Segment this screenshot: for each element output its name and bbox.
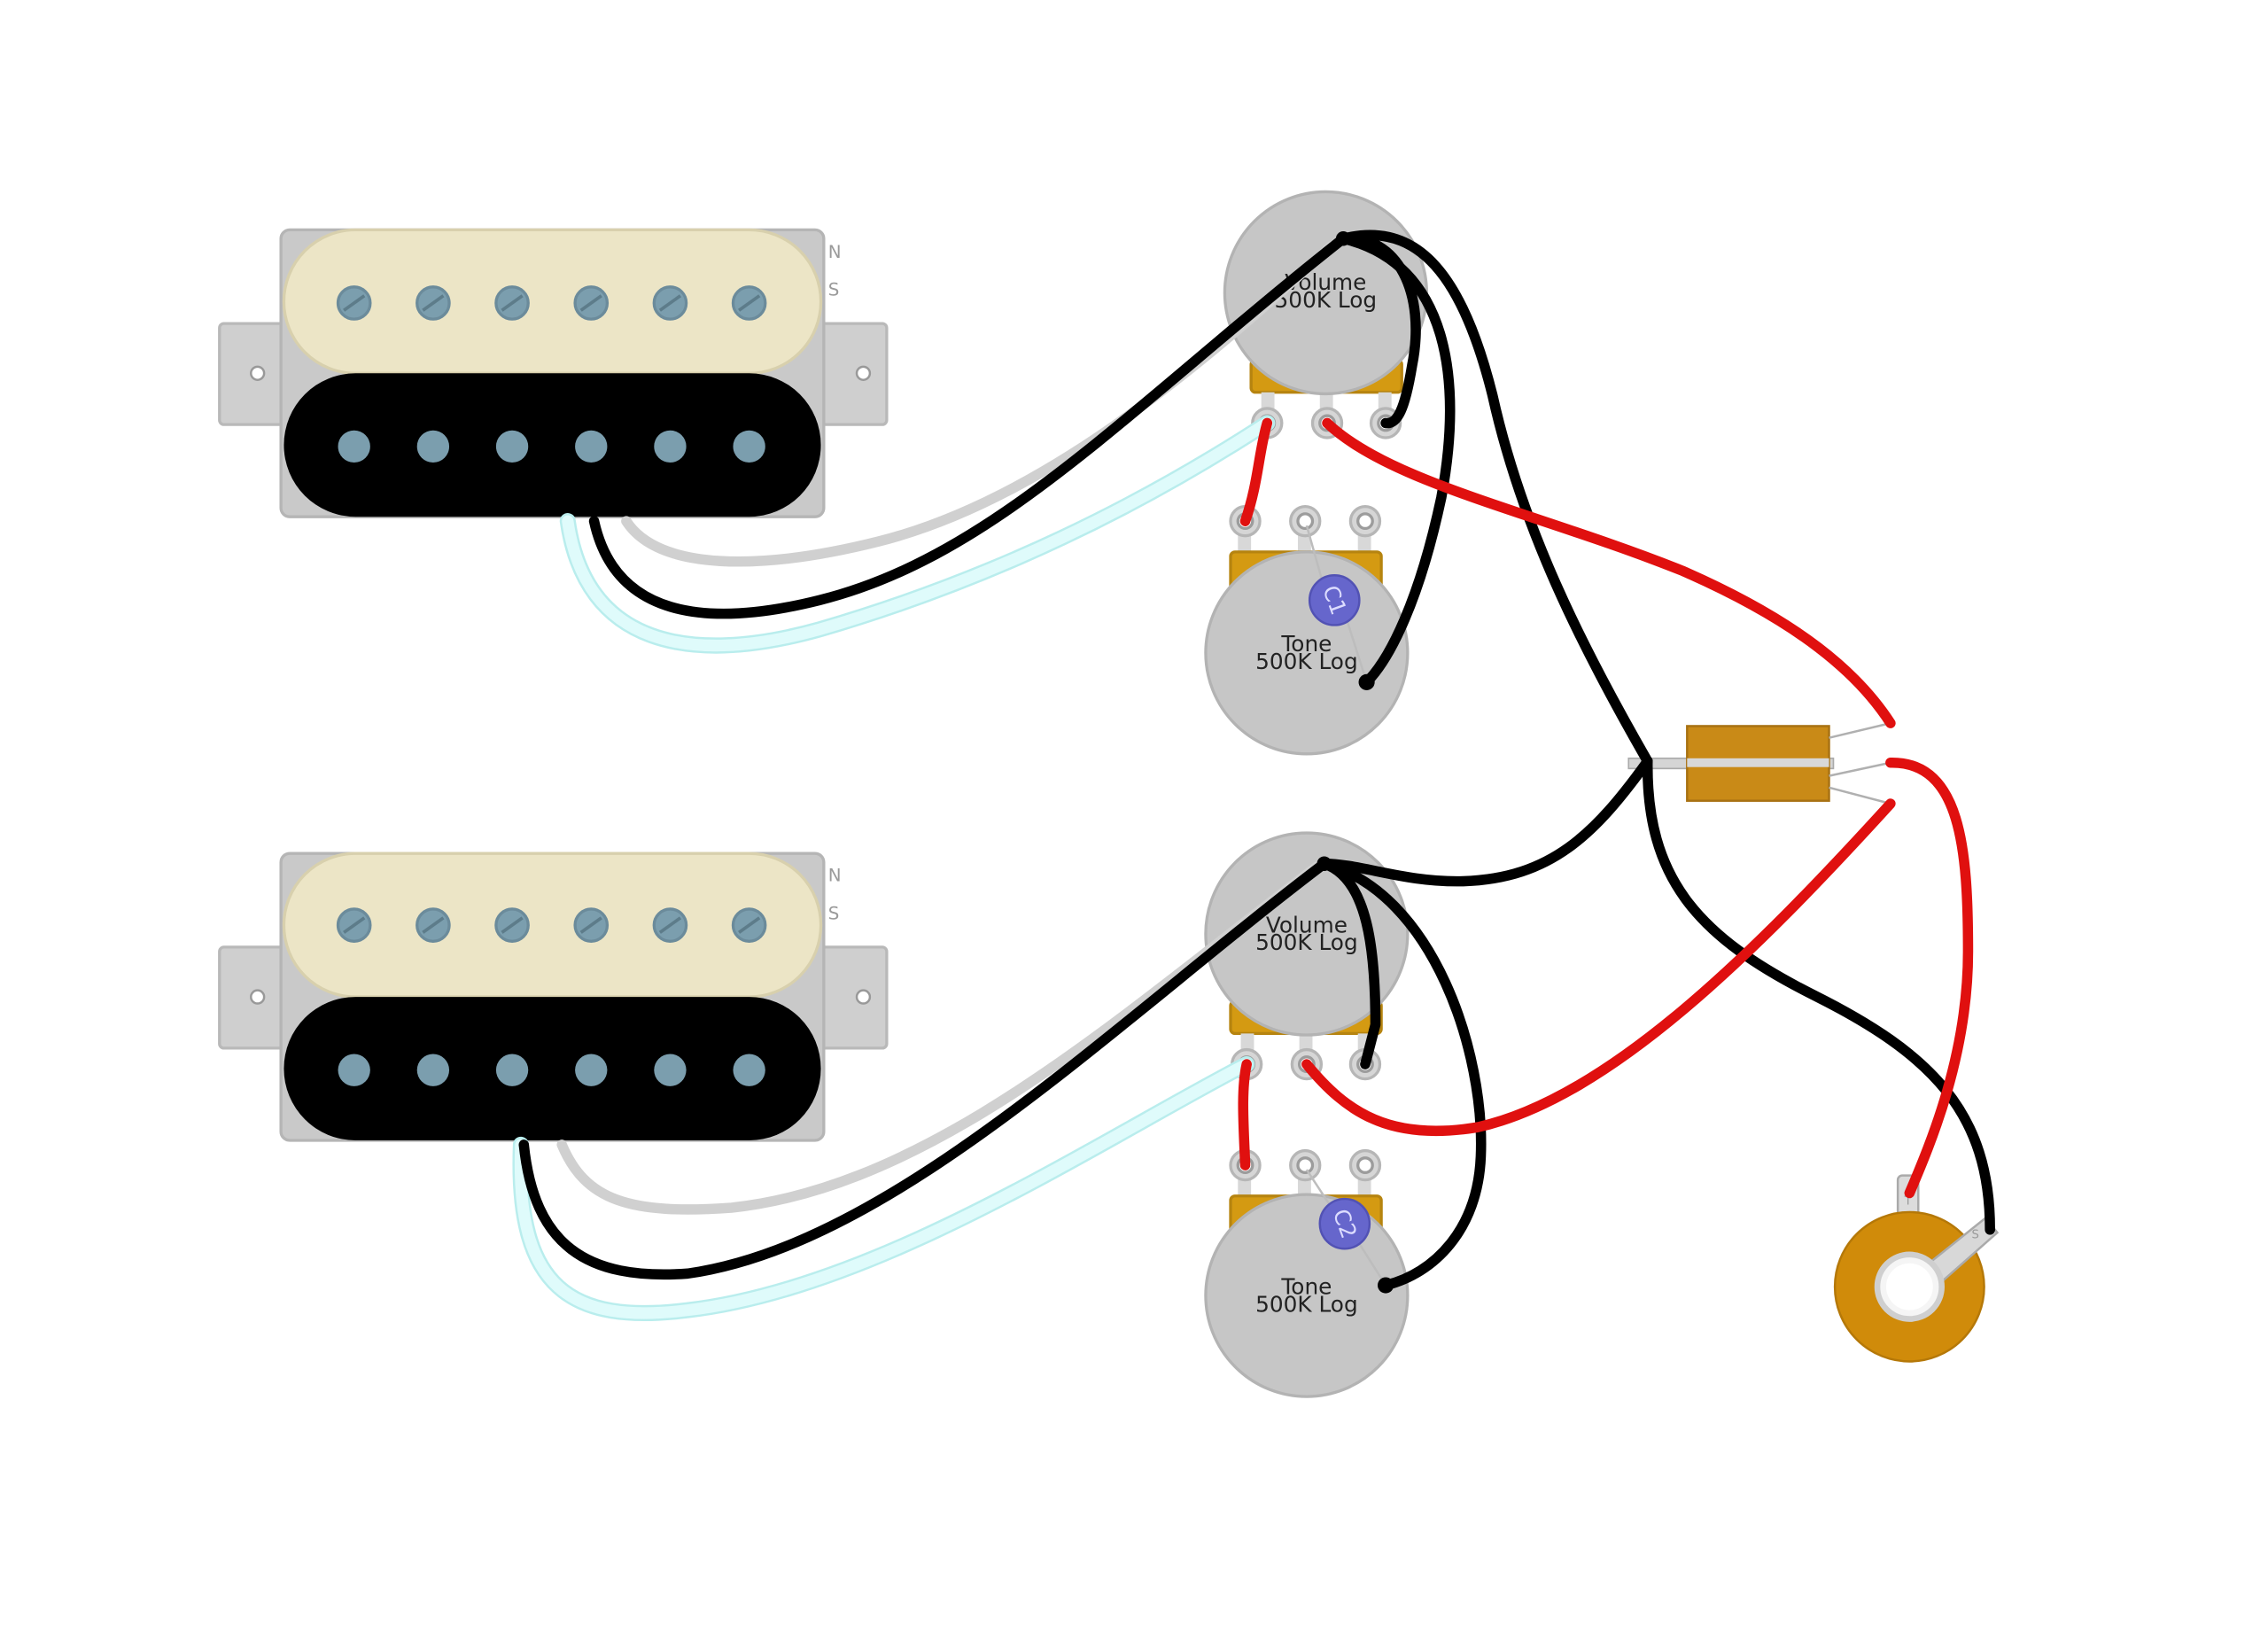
tone-pot-neck: Tone 500K Log bbox=[1204, 504, 1410, 756]
switch-divider bbox=[1687, 758, 1829, 767]
slug-poles bbox=[338, 430, 765, 463]
wire-black bbox=[518, 858, 1330, 1280]
wire-cyan bbox=[562, 416, 1273, 652]
toggle-switch bbox=[1627, 721, 1891, 805]
pot-label-value: 500K Log bbox=[1255, 649, 1358, 674]
south-label: S bbox=[828, 280, 840, 300]
mounting-hole-right bbox=[855, 365, 872, 381]
pot-label-name: Tone bbox=[1280, 631, 1332, 657]
neck-humbucker: N S bbox=[218, 228, 889, 518]
mounting-hole-left bbox=[250, 989, 266, 1005]
switch-lug-middle bbox=[1829, 761, 1891, 777]
pot-label-value: 500K Log bbox=[1255, 929, 1358, 955]
wires-hot bbox=[1238, 417, 1974, 1199]
jack-tip-label: T bbox=[1904, 1195, 1913, 1209]
pot-label-name: Tone bbox=[1280, 1273, 1332, 1299]
capacitor-body bbox=[1308, 574, 1361, 626]
pot-body bbox=[1204, 831, 1410, 1037]
mounting-hole-left bbox=[250, 365, 266, 381]
south-label: S bbox=[828, 904, 840, 924]
pot-label-value: 500K Log bbox=[1275, 287, 1378, 313]
wire-vol2-to-tone2-red bbox=[1238, 1059, 1252, 1170]
wire-cyan bbox=[514, 1058, 1253, 1319]
wires-neck-pickup bbox=[559, 233, 1348, 654]
solder-tone2-back bbox=[1377, 1277, 1394, 1294]
wire-vol1-to-tone1 bbox=[1338, 233, 1456, 688]
wire-vol1-to-switch-red bbox=[1322, 417, 1896, 728]
north-label: N bbox=[828, 242, 842, 262]
solder-tone1-back bbox=[1358, 673, 1375, 690]
solder-vol2-back bbox=[1317, 856, 1332, 871]
mounting-hole-right bbox=[855, 989, 872, 1005]
wire-black bbox=[588, 233, 1348, 619]
pot-label-value: 500K Log bbox=[1255, 1291, 1358, 1317]
wire-vol1-to-switch bbox=[1338, 229, 1653, 766]
wire-switch-to-vol2 bbox=[1318, 756, 1653, 887]
wire-switch-to-jack-tip-red bbox=[1885, 757, 1974, 1199]
wire-vol2-to-switch-red bbox=[1301, 798, 1896, 1137]
capacitor-c2: C2 bbox=[1305, 1169, 1387, 1287]
screw-poles bbox=[336, 907, 767, 943]
wire-switch-to-jack-sleeve bbox=[1642, 756, 1995, 1235]
switch-lug-bottom bbox=[1829, 786, 1891, 805]
jack-sleeve-label: S bbox=[1971, 1229, 1978, 1242]
solder-vol1-back bbox=[1335, 231, 1351, 246]
pot-lugs bbox=[1229, 1148, 1382, 1182]
volume-pot-bridge: Volume 500K Log bbox=[1204, 831, 1410, 1081]
wire-vol1-to-tone1-red bbox=[1239, 417, 1273, 526]
north-label: N bbox=[828, 866, 842, 886]
screw-poles bbox=[336, 285, 767, 321]
capacitor-c1: C1 bbox=[1305, 525, 1368, 683]
switch-lug-top bbox=[1829, 721, 1891, 739]
bridge-humbucker: N S bbox=[218, 852, 889, 1142]
output-jack: T S bbox=[1833, 1174, 2000, 1363]
slug-poles bbox=[338, 1054, 765, 1086]
black-coil bbox=[284, 997, 821, 1140]
wires-bridge-pickup bbox=[512, 858, 1330, 1322]
solder-points bbox=[1317, 231, 1394, 1294]
capacitor-body bbox=[1318, 1197, 1371, 1250]
pot-label-name: Volume bbox=[1266, 912, 1348, 937]
black-coil bbox=[284, 373, 821, 517]
